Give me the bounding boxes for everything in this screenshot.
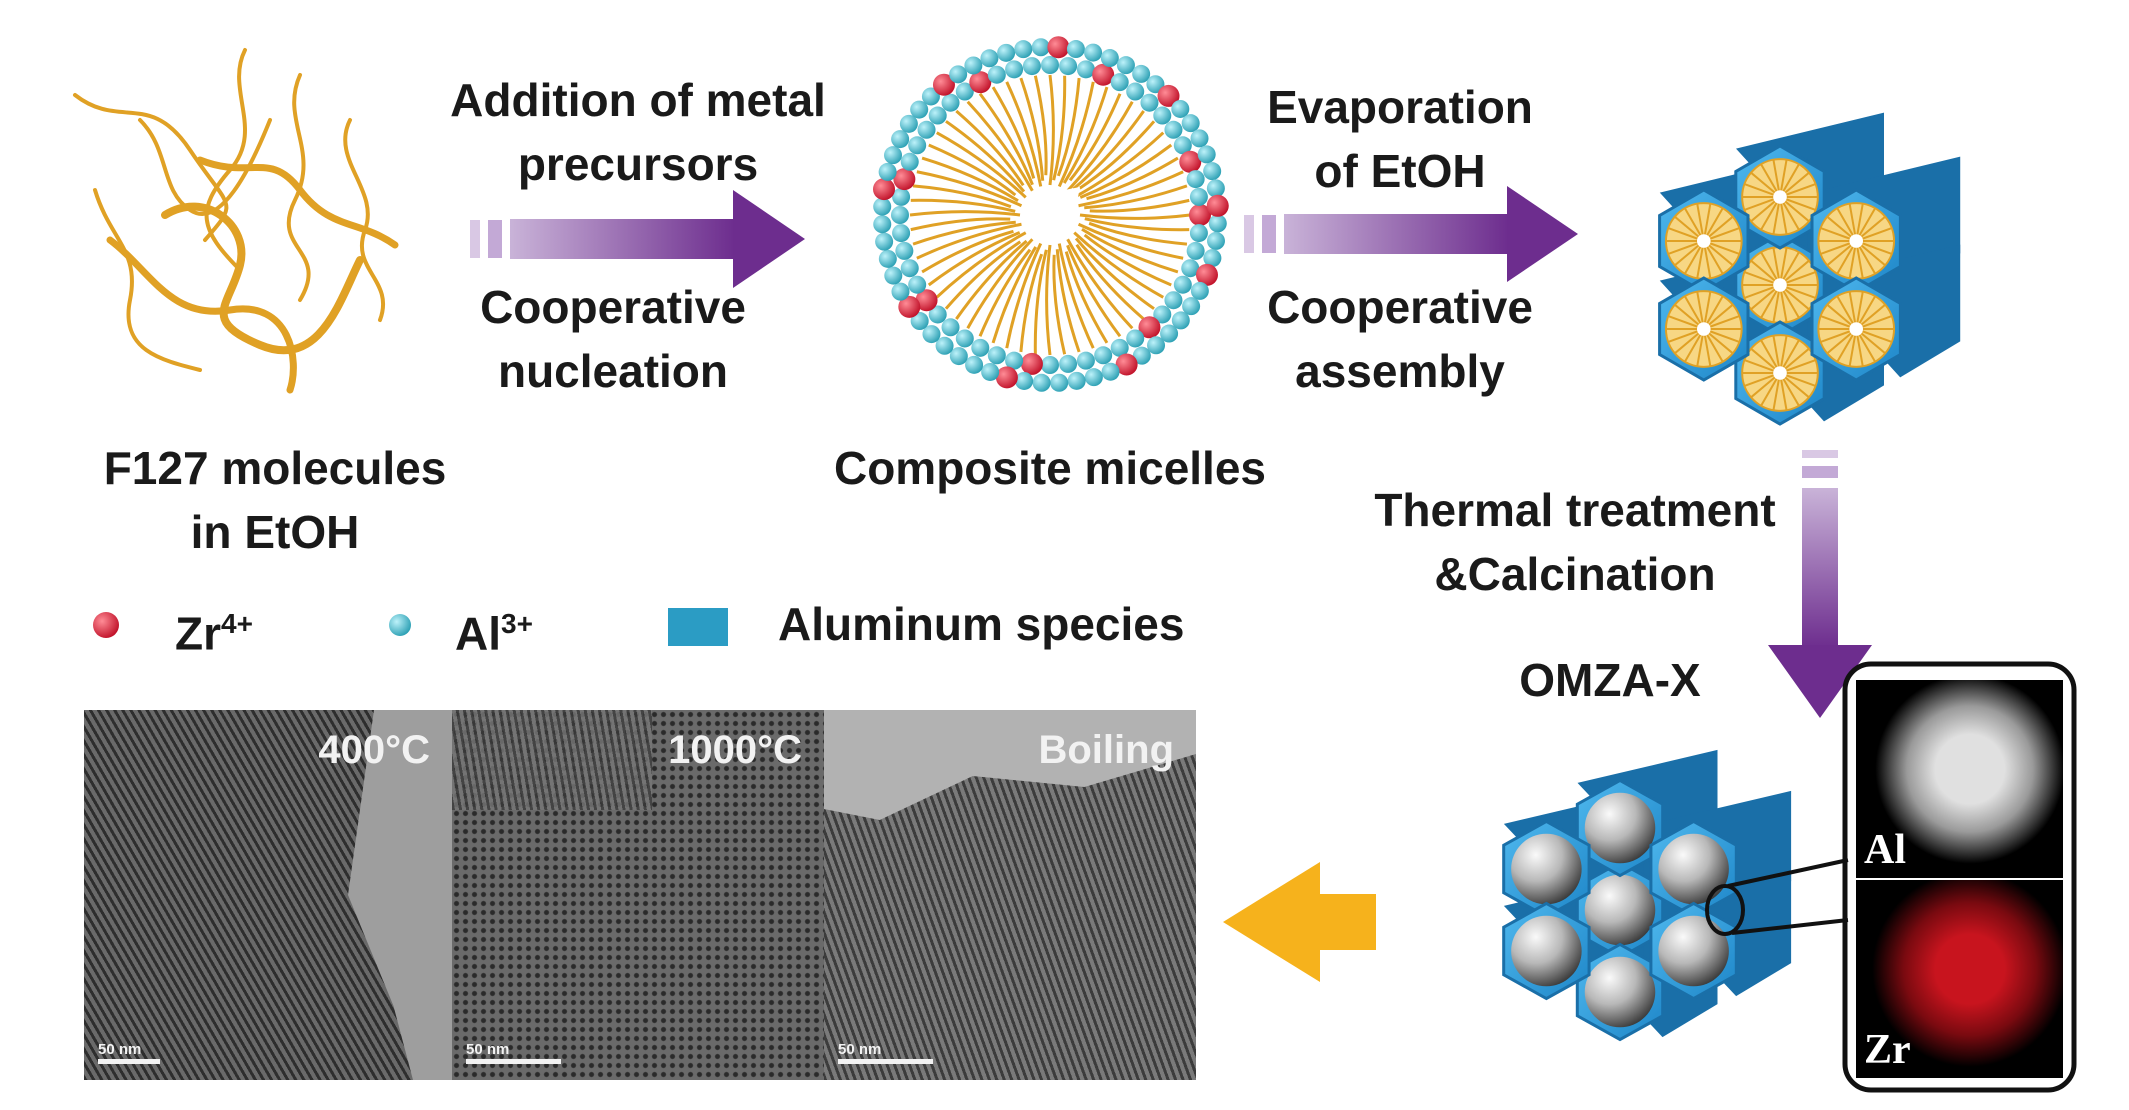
eds-callout xyxy=(1705,661,2077,1093)
arrow-calcination xyxy=(1768,450,1872,718)
tem-label-boiling: Boiling xyxy=(1038,728,1174,772)
arrow-nucleation xyxy=(470,190,805,288)
eds-label-al: Al xyxy=(1864,827,1906,873)
arrow-to-tem xyxy=(1223,862,1376,982)
legend-al-label: Al3+ xyxy=(455,607,533,660)
f127-polymer-chains xyxy=(73,48,399,394)
assembled-mesostructure xyxy=(1658,112,1961,426)
legend-species-label: Aluminum species xyxy=(778,598,1185,650)
tem-scale-1000: 50 nm xyxy=(466,1041,510,1058)
legend-zr-marker xyxy=(93,612,119,638)
composite-micelle xyxy=(873,36,1229,392)
micelles-label: Composite micelles xyxy=(833,442,1267,494)
tem-scale-boiling: 50 nm xyxy=(838,1041,882,1058)
step3-label: Thermal treatment&Calcination xyxy=(1374,484,1776,600)
product-label: OMZA-X xyxy=(1519,654,1701,706)
tem-label-1000: 1000°C xyxy=(668,728,802,772)
arrow-assembly xyxy=(1244,186,1578,282)
eds-map-zr: Zr xyxy=(1856,880,2063,1078)
legend-al-marker xyxy=(389,614,411,636)
eds-label-zr: Zr xyxy=(1864,1027,1911,1073)
legend-species-marker xyxy=(668,608,728,646)
tem-label-400: 400°C xyxy=(318,728,430,772)
tem-image-1000: 1000°C 50 nm xyxy=(452,710,824,1080)
eds-map-al: Al xyxy=(1856,680,2063,878)
tem-scale-400: 50 nm xyxy=(98,1041,142,1058)
tem-image-boiling: Boiling 50 nm xyxy=(824,710,1196,1080)
tem-image-400: 400°C 50 nm xyxy=(84,710,452,1080)
legend-zr-label: Zr4+ xyxy=(175,607,253,660)
omza-framework xyxy=(1502,749,1792,1042)
